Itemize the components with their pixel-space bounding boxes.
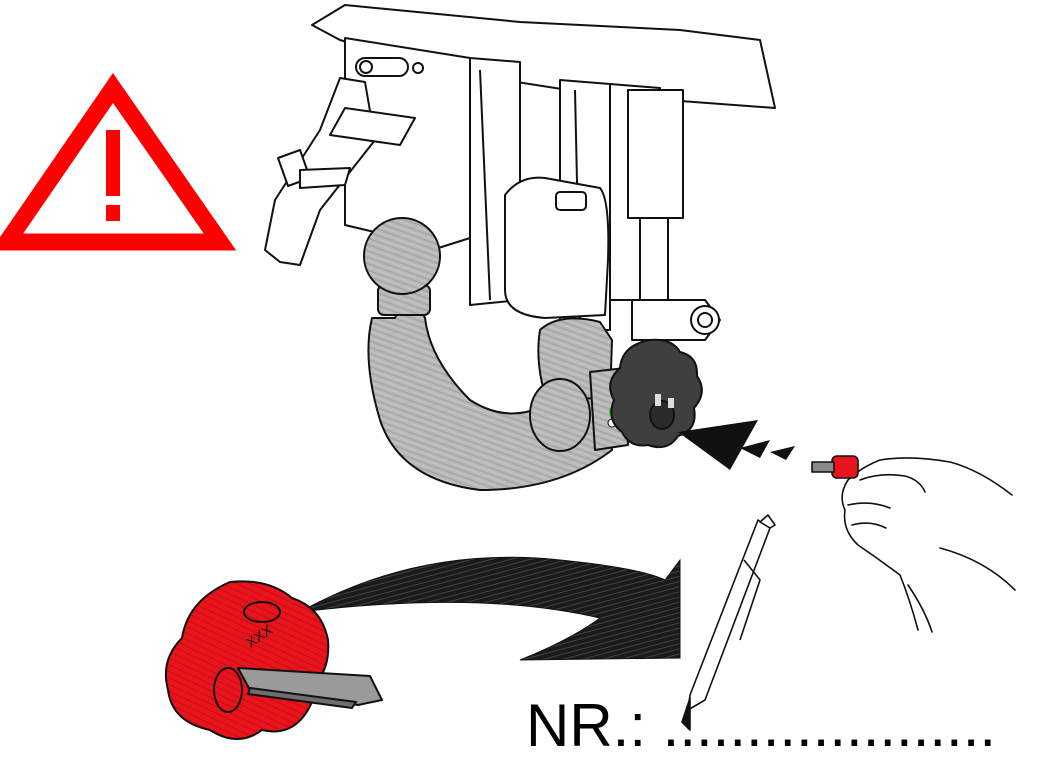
release-lever — [264, 77, 416, 266]
lock-housing — [504, 176, 610, 319]
insert-key-arrow-icon — [678, 420, 795, 470]
key-number-label: NR.: — [526, 692, 646, 759]
red-key: XXX — [164, 580, 383, 740]
key-number-placeholder: .................... — [662, 692, 997, 759]
curved-arrow-icon — [299, 556, 681, 661]
hand-holding-key — [811, 455, 1016, 633]
tow-ball — [363, 217, 629, 491]
warning-triangle-icon — [0, 73, 237, 251]
pen-icon — [681, 514, 776, 731]
lock-knob — [609, 338, 703, 449]
key-number-field: NR.: .................... — [526, 690, 1049, 762]
